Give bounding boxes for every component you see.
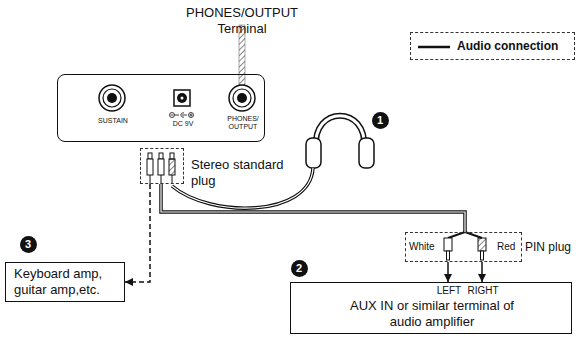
keyboard-rear-panel: SUSTAIN DC 9V PHONES/ OUTPUT	[57, 74, 265, 142]
cable-outline	[161, 184, 465, 232]
headphones	[172, 116, 374, 208]
stereo-plug	[147, 153, 175, 184]
pin-plug-box: PIN plugWhiteRed	[405, 232, 522, 262]
connector-line	[481, 262, 483, 282]
part-label: Stereo standard plug	[191, 157, 301, 188]
jack-label: DC 9V	[166, 120, 200, 128]
device-label: Keyboard amp, guitar amp,etc.	[14, 266, 120, 297]
sustain-jack	[99, 85, 125, 111]
cable	[161, 184, 465, 232]
phones-jack	[229, 85, 255, 111]
cable-core	[161, 184, 465, 232]
aux-in-box: LEFTRIGHTAUX IN or similar terminal of a…	[290, 282, 572, 334]
legend-line-sample	[417, 39, 451, 55]
callout-number: 1	[372, 112, 389, 129]
amp-box: Keyboard amp, guitar amp,etc.	[5, 262, 125, 302]
stereo-plug-box: Stereo standard plug	[140, 148, 184, 184]
pin-plugs	[444, 232, 486, 260]
callout-number: 3	[20, 236, 37, 253]
plug-arrow	[482, 262, 483, 282]
audio-connection-arrow	[125, 184, 150, 282]
polarity-symbol	[170, 113, 194, 118]
device-label: AUX IN or similar terminal of audio ampl…	[341, 298, 523, 329]
legend-box: Audio connection	[410, 32, 575, 60]
jack-label: PHONES/ OUTPUT	[224, 115, 262, 132]
jack-label: SUSTAIN	[96, 117, 130, 125]
channel-label: RIGHT	[461, 285, 505, 297]
wire-color: White	[409, 241, 443, 253]
connector-line	[125, 184, 150, 282]
connector-line	[447, 262, 449, 282]
dc-jack	[174, 90, 190, 106]
channel-label: LEFT	[427, 285, 471, 297]
terminal-label: PHONES/OUTPUT Terminal	[162, 5, 322, 36]
part-label: PIN plug	[525, 240, 577, 254]
legend-row: Audio connection	[417, 39, 572, 55]
wire-color: Red	[497, 241, 519, 253]
legend-text: Audio connection	[457, 39, 558, 53]
callout-number: 2	[291, 260, 308, 277]
plug-arrow	[448, 262, 449, 282]
